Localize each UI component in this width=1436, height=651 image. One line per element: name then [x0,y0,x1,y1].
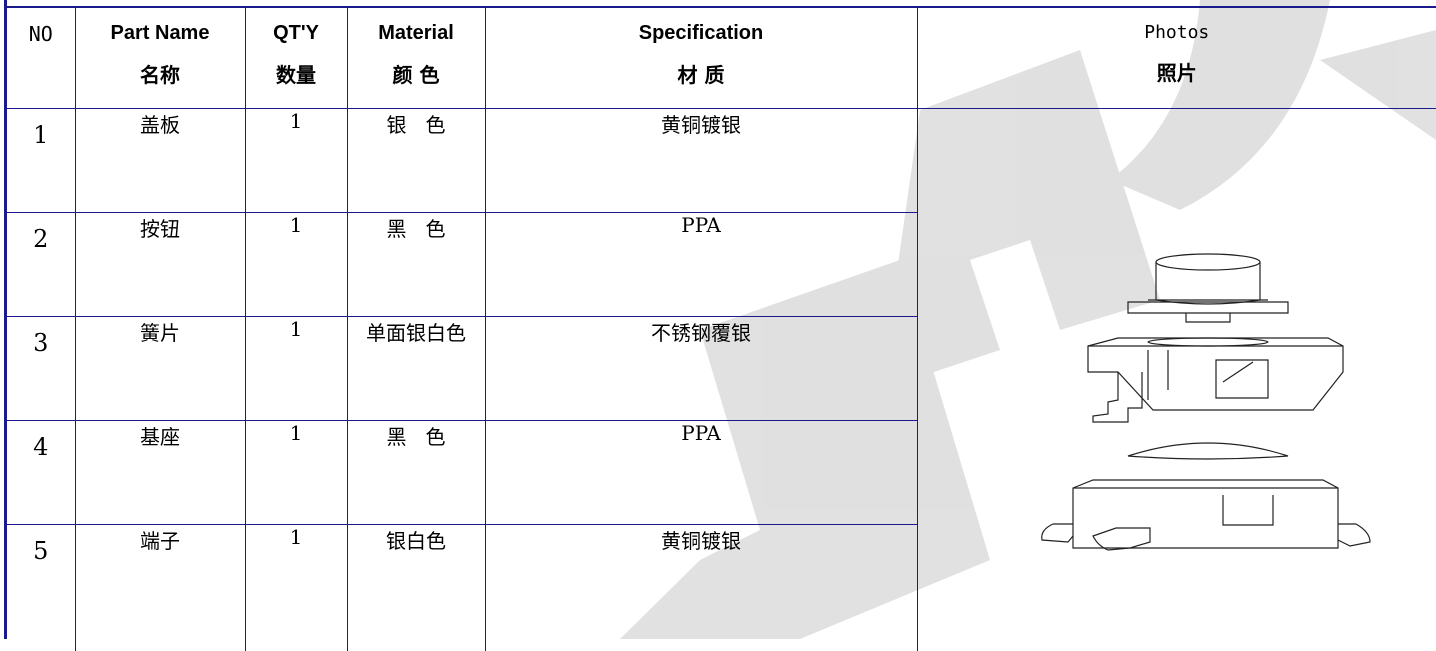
header-row: NO Part Name 名称 QT'Y 数量 Material 颜 色 Spe… [7,8,1436,109]
cell-qty: 1 [245,109,347,213]
cell-no: 2 [7,213,75,317]
cell-part-name: 簧片 [75,317,245,421]
table-row: 1 盖板 1 银 色 黄铜镀银 [7,109,1436,213]
header-material: Material 颜 色 [347,8,485,109]
cell-spec: 不锈钢覆银 [485,317,917,421]
bom-table: NO Part Name 名称 QT'Y 数量 Material 颜 色 Spe… [7,8,1436,651]
cell-no: 3 [7,317,75,421]
page-left-rule [4,0,7,639]
cell-qty: 1 [245,213,347,317]
cell-material: 单面银白色 [347,317,485,421]
cell-qty: 1 [245,525,347,651]
header-qty: QT'Y 数量 [245,8,347,109]
button-part-drawing [1128,254,1288,322]
header-material-cn: 颜 色 [348,45,485,88]
cell-qty: 1 [245,421,347,525]
cell-no: 5 [7,525,75,651]
photo-cell [917,109,1436,651]
header-material-en: Material [348,8,485,45]
cell-spec: 黄铜镀银 [485,109,917,213]
header-qty-en: QT'Y [246,8,347,45]
cell-part-name: 端子 [75,525,245,651]
header-photos-en: Photos [918,8,1436,43]
header-part-name-cn: 名称 [76,45,245,88]
header-spec-cn: 材 质 [486,45,917,88]
page-top-rule [7,6,1436,8]
cell-no: 1 [7,109,75,213]
cell-part-name: 基座 [75,421,245,525]
header-spec: Specification 材 质 [485,8,917,109]
header-photos-cn: 照片 [918,43,1436,86]
cover-part-drawing [1088,338,1343,422]
header-spec-en: Specification [486,8,917,45]
cell-material: 黑 色 [347,213,485,317]
cell-no: 4 [7,421,75,525]
cell-part-name: 按钮 [75,213,245,317]
cell-qty: 1 [245,317,347,421]
header-photos: Photos 照片 [917,8,1436,109]
cell-spec: 黄铜镀银 [485,525,917,651]
spring-part-drawing [1128,443,1288,459]
base-part-drawing [1041,480,1369,550]
switch-exploded-drawing [918,150,1436,610]
header-qty-cn: 数量 [246,45,347,88]
cell-part-name: 盖板 [75,109,245,213]
header-part-name-en: Part Name [76,8,245,45]
cell-material: 黑 色 [347,421,485,525]
cell-spec: PPA [485,421,917,525]
cell-material: 银 色 [347,109,485,213]
header-no: NO [7,8,75,109]
cell-material: 银白色 [347,525,485,651]
cell-spec: PPA [485,213,917,317]
header-part-name: Part Name 名称 [75,8,245,109]
